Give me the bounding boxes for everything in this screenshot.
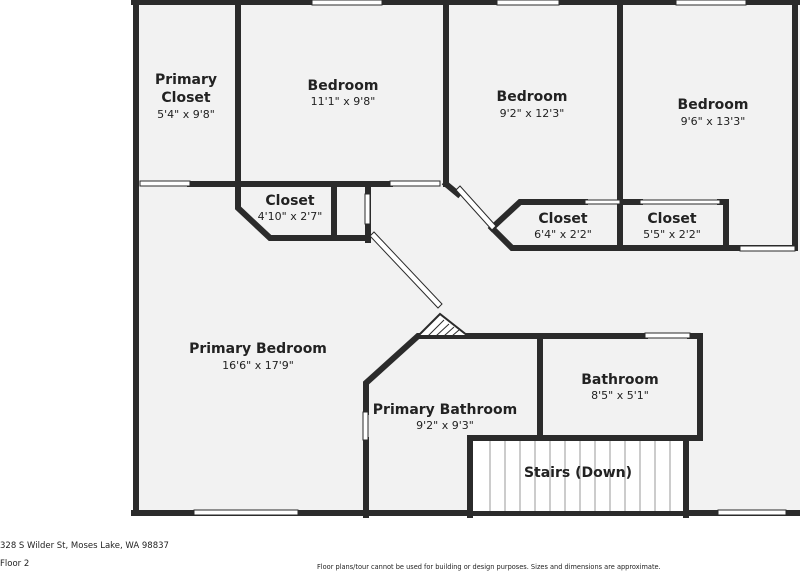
room-name-stairs: Stairs (Down) (524, 465, 632, 481)
disclaimer: Floor plans/tour cannot be used for buil… (317, 563, 661, 571)
room-dims-bathroom: 8'5" x 5'1" (591, 389, 649, 402)
room-dims-primary-bathroom: 9'2" x 9'3" (416, 419, 474, 432)
room-labels: Primary Closet 5'4" x 9'8" Bedroom 11'1"… (155, 72, 748, 481)
room-name-primary-closet-line2: Closet (161, 90, 211, 106)
room-name-closet-2: Closet (538, 211, 588, 227)
room-name-bedroom-1: Bedroom (308, 78, 379, 94)
floor-label: Floor 2 (0, 559, 30, 569)
property-address: 328 S Wilder St, Moses Lake, WA 98837 (0, 541, 169, 551)
landing-stairs (415, 312, 471, 337)
room-dims-closet-3: 5'5" x 2'2" (643, 228, 701, 241)
windows (139, 0, 796, 516)
room-name-bathroom: Bathroom (581, 372, 659, 388)
room-dims-bedroom-2: 9'2" x 12'3" (500, 107, 565, 120)
room-dims-bedroom-3: 9'6" x 13'3" (681, 115, 746, 128)
stairs-treads (473, 441, 683, 511)
room-name-closet-1: Closet (265, 193, 315, 209)
room-name-primary-bathroom: Primary Bathroom (373, 402, 517, 418)
room-dims-closet-1: 4'10" x 2'7" (258, 210, 323, 223)
room-name-closet-3: Closet (647, 211, 697, 227)
room-name-primary-bedroom: Primary Bedroom (189, 341, 327, 357)
room-dims-closet-2: 6'4" x 2'2" (534, 228, 592, 241)
room-dims-primary-closet: 5'4" x 9'8" (157, 108, 215, 121)
walls (131, 0, 800, 518)
room-dims-bedroom-1: 11'1" x 9'8" (311, 95, 376, 108)
room-name-bedroom-3: Bedroom (678, 97, 749, 113)
door-openings (369, 185, 497, 309)
room-dims-primary-bedroom: 16'6" x 17'9" (222, 359, 294, 372)
room-name-primary-closet-line1: Primary (155, 72, 217, 88)
room-name-bedroom-2: Bedroom (497, 89, 568, 105)
floor-area (134, 0, 800, 515)
